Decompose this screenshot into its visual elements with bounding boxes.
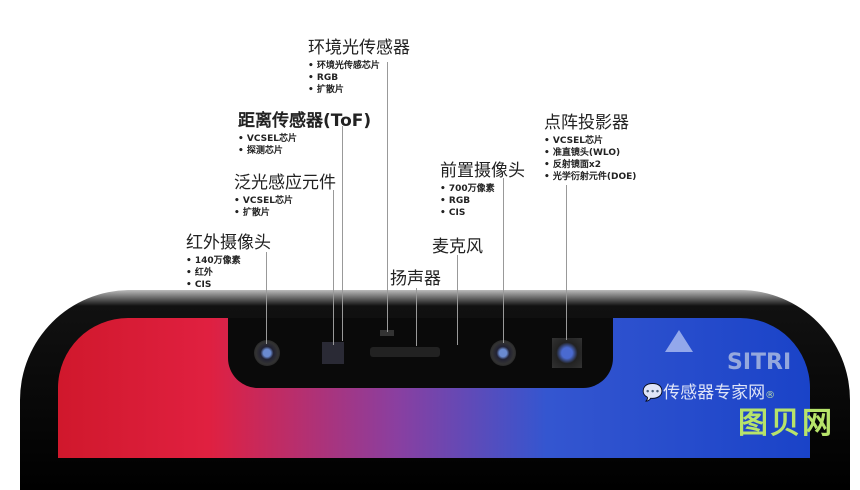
front-camera-lens	[490, 340, 516, 366]
line-front-cam	[503, 178, 504, 343]
speaker-grille	[370, 347, 440, 357]
infrared-camera-lens	[254, 340, 280, 366]
label-ambient-light: 环境光传感器环境光传感芯片RGB扩散片	[308, 33, 410, 96]
watermark-site: 图贝网	[738, 406, 834, 441]
label-ir-camera: 红外摄像头140万像素红外CIS	[186, 228, 271, 291]
line-mic	[457, 255, 458, 345]
watermark-brand: SITRI	[727, 350, 792, 375]
dot-projector	[552, 338, 582, 368]
sitri-logo-icon	[665, 330, 693, 352]
proximity-sensor	[380, 330, 394, 336]
line-speaker	[416, 288, 417, 346]
label-flood: 泛光感应元件VCSEL芯片扩散片	[234, 168, 336, 219]
label-tof: 距离传感器(ToF)VCSEL芯片探测芯片	[238, 106, 371, 157]
wechat-icon: 💬	[642, 383, 664, 403]
line-dot	[566, 185, 567, 340]
label-front-camera: 前置摄像头700万像素RGBCIS	[440, 156, 525, 219]
line-ir	[266, 252, 267, 344]
label-speaker: 扬声器	[390, 269, 441, 289]
watermark-wechat: 💬传感器专家网®	[642, 383, 776, 403]
label-dot-projector: 点阵投影器VCSEL芯片准直镜头(WLO)反射镜面x2光学衍射元件(DOE)	[544, 108, 636, 183]
line-tof	[342, 126, 343, 341]
label-mic: 麦克风	[432, 237, 483, 257]
flood-illuminator	[322, 342, 344, 364]
line-flood	[333, 190, 334, 345]
line-ambient	[387, 62, 388, 332]
